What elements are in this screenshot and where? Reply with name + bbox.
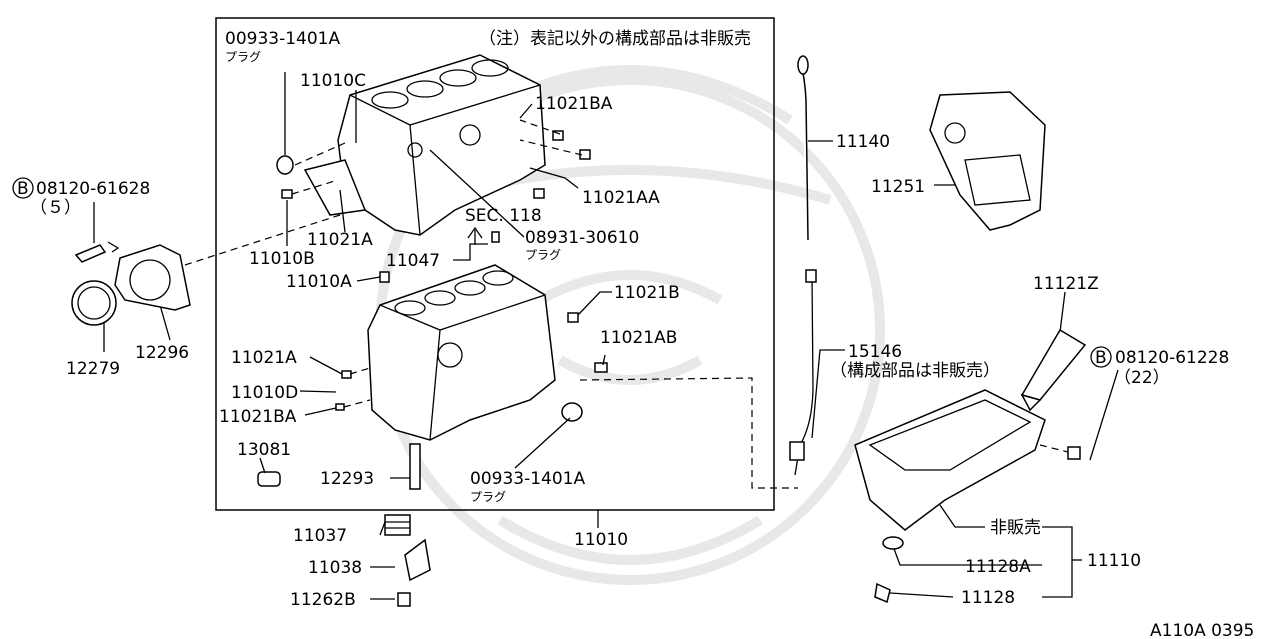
label-11110: 11110 <box>1087 551 1141 571</box>
label-bolt-right-mark: B <box>1095 348 1107 368</box>
oil-pan-drawing <box>854 389 1081 604</box>
label-11010C: 11010C <box>300 71 366 91</box>
bottom-small-parts <box>384 514 431 607</box>
bolt-marker-left-circle <box>12 177 34 199</box>
rear-oil-seal-parts <box>71 241 191 326</box>
label-bolt-right-qty: （22） <box>1114 368 1170 388</box>
upper-cylinder-block-drawing <box>303 54 546 236</box>
engine-block-frame <box>215 17 775 511</box>
label-plug-bottom: 00933-1401A <box>470 469 585 489</box>
label-figure-code: A110A 0395 <box>1150 621 1254 639</box>
label-11037: 11037 <box>293 526 347 546</box>
dipstick-and-guide-tube <box>789 55 817 476</box>
label-11047: 11047 <box>386 251 440 271</box>
label-bolt-left: 08120-61628 <box>36 179 150 199</box>
label-15146: 15146 <box>848 342 902 362</box>
label-not-sold: 非販売 <box>990 518 1041 538</box>
label-plug-top-sub: プラグ <box>225 50 261 64</box>
label-11021BA-top: 11021BA <box>535 94 613 114</box>
label-11128: 11128 <box>961 588 1015 608</box>
leader-lines <box>93 72 1119 600</box>
label-11128A: 11128A <box>965 557 1031 577</box>
block-small-parts <box>257 130 608 490</box>
label-12279: 12279 <box>66 359 120 379</box>
label-11010D: 11010D <box>231 383 298 403</box>
label-11021A-lower: 11021A <box>231 348 297 368</box>
label-11251: 11251 <box>871 177 925 197</box>
label-plug-bottom-sub: プラグ <box>470 490 506 504</box>
label-sec-118: SEC. 118 <box>465 206 542 226</box>
label-11021A-upper: 11021A <box>307 230 373 250</box>
label-11262B: 11262B <box>290 590 356 610</box>
label-11021BA-lower: 11021BA <box>219 407 297 427</box>
label-11140: 11140 <box>836 132 890 152</box>
label-bolt-left-qty: （５） <box>30 198 81 218</box>
label-note: （注）表記以外の構成部品は非販売 <box>479 29 751 49</box>
label-bolt-left-mark: B <box>17 179 29 199</box>
lower-cylinder-block-drawing <box>367 264 583 441</box>
liquid-gasket-tube <box>1020 328 1087 412</box>
label-11021AB: 11021AB <box>600 328 677 348</box>
label-08931-sub: プラグ <box>525 248 561 262</box>
label-11010B: 11010B <box>249 249 315 269</box>
rear-plate-drawing <box>929 91 1046 231</box>
label-plug-top: 00933-1401A <box>225 29 340 49</box>
label-08931-30610: 08931-30610 <box>525 228 639 248</box>
label-11121Z: 11121Z <box>1033 274 1099 294</box>
watermark-emblem <box>375 65 885 585</box>
dashed-leaders <box>184 119 1069 489</box>
label-bolt-right: 08120-61228 <box>1115 348 1229 368</box>
label-11010A: 11010A <box>286 272 352 292</box>
label-15146-sub: （構成部品は非販売） <box>830 361 1000 381</box>
label-11021B: 11021B <box>614 283 680 303</box>
label-12293: 12293 <box>320 469 374 489</box>
label-11021AA: 11021AA <box>582 188 660 208</box>
label-11038: 11038 <box>308 558 362 578</box>
bolt-marker-right-circle <box>1090 346 1112 368</box>
label-12296: 12296 <box>135 343 189 363</box>
label-13081: 13081 <box>237 440 291 460</box>
label-11010: 11010 <box>574 530 628 550</box>
